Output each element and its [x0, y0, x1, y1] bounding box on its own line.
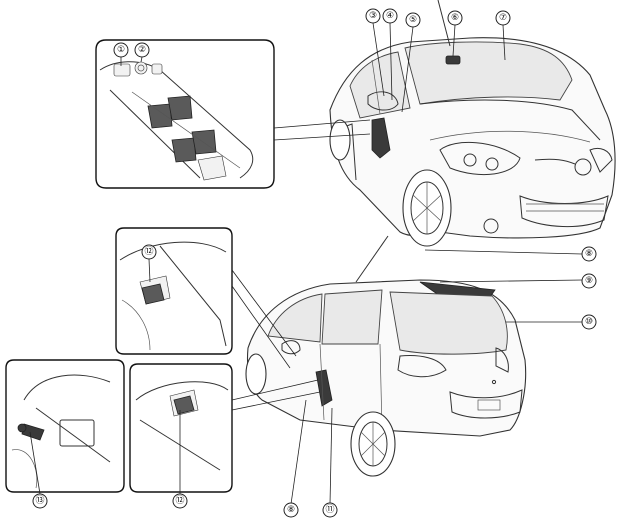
- callout-marker-1: ①: [113, 42, 129, 58]
- inset-driver-switch-panel: [95, 39, 275, 189]
- callout-marker-7: ⑦: [495, 10, 511, 26]
- svg-text:⑫: ⑫: [144, 246, 153, 257]
- callout-marker-11: ⑪: [322, 502, 338, 518]
- svg-text:③: ③: [369, 11, 377, 21]
- svg-text:⑤: ⑤: [409, 15, 417, 25]
- svg-text:⑦: ⑦: [499, 13, 507, 23]
- callout-marker-5: ⑤: [405, 12, 421, 28]
- svg-text:⑧: ⑧: [585, 249, 593, 259]
- callout-marker-10: ⑩: [581, 314, 597, 330]
- inset-passenger-switch-panel: [115, 227, 233, 355]
- inset-connectors: [231, 119, 371, 411]
- svg-text:⑪: ⑪: [325, 504, 334, 515]
- inset-rear-switch-panel: [129, 363, 233, 493]
- callout-marker-3: ③: [365, 8, 381, 24]
- callout-marker-4: ④: [382, 8, 398, 24]
- callout-marker-13: ⑬: [32, 493, 48, 509]
- callout-marker-8-rear: ⑧: [283, 502, 299, 518]
- callout-marker-6: ⑥: [447, 10, 463, 26]
- callout-marker-12-passenger: ⑫: [141, 244, 157, 260]
- inset-child-lock-panel: [5, 359, 125, 493]
- svg-text:⑬: ⑬: [35, 495, 44, 506]
- svg-text:①: ①: [117, 45, 125, 55]
- front-car-illustration: [329, 0, 616, 247]
- callout-marker-9: ⑨: [581, 273, 597, 289]
- callout-leaders: [29, 22, 583, 505]
- rear-car-illustration: [245, 235, 527, 477]
- svg-text:⑩: ⑩: [585, 317, 593, 327]
- svg-text:⑥: ⑥: [451, 13, 459, 23]
- svg-text:②: ②: [138, 45, 146, 55]
- callout-marker-2: ②: [134, 42, 150, 58]
- callout-marker-12-rear: ⑫: [172, 493, 188, 509]
- callout-marker-8-front: ⑧: [581, 246, 597, 262]
- svg-text:⑨: ⑨: [585, 276, 593, 286]
- svg-text:④: ④: [386, 11, 394, 21]
- svg-text:⑫: ⑫: [175, 495, 184, 506]
- svg-text:⑧: ⑧: [287, 505, 295, 515]
